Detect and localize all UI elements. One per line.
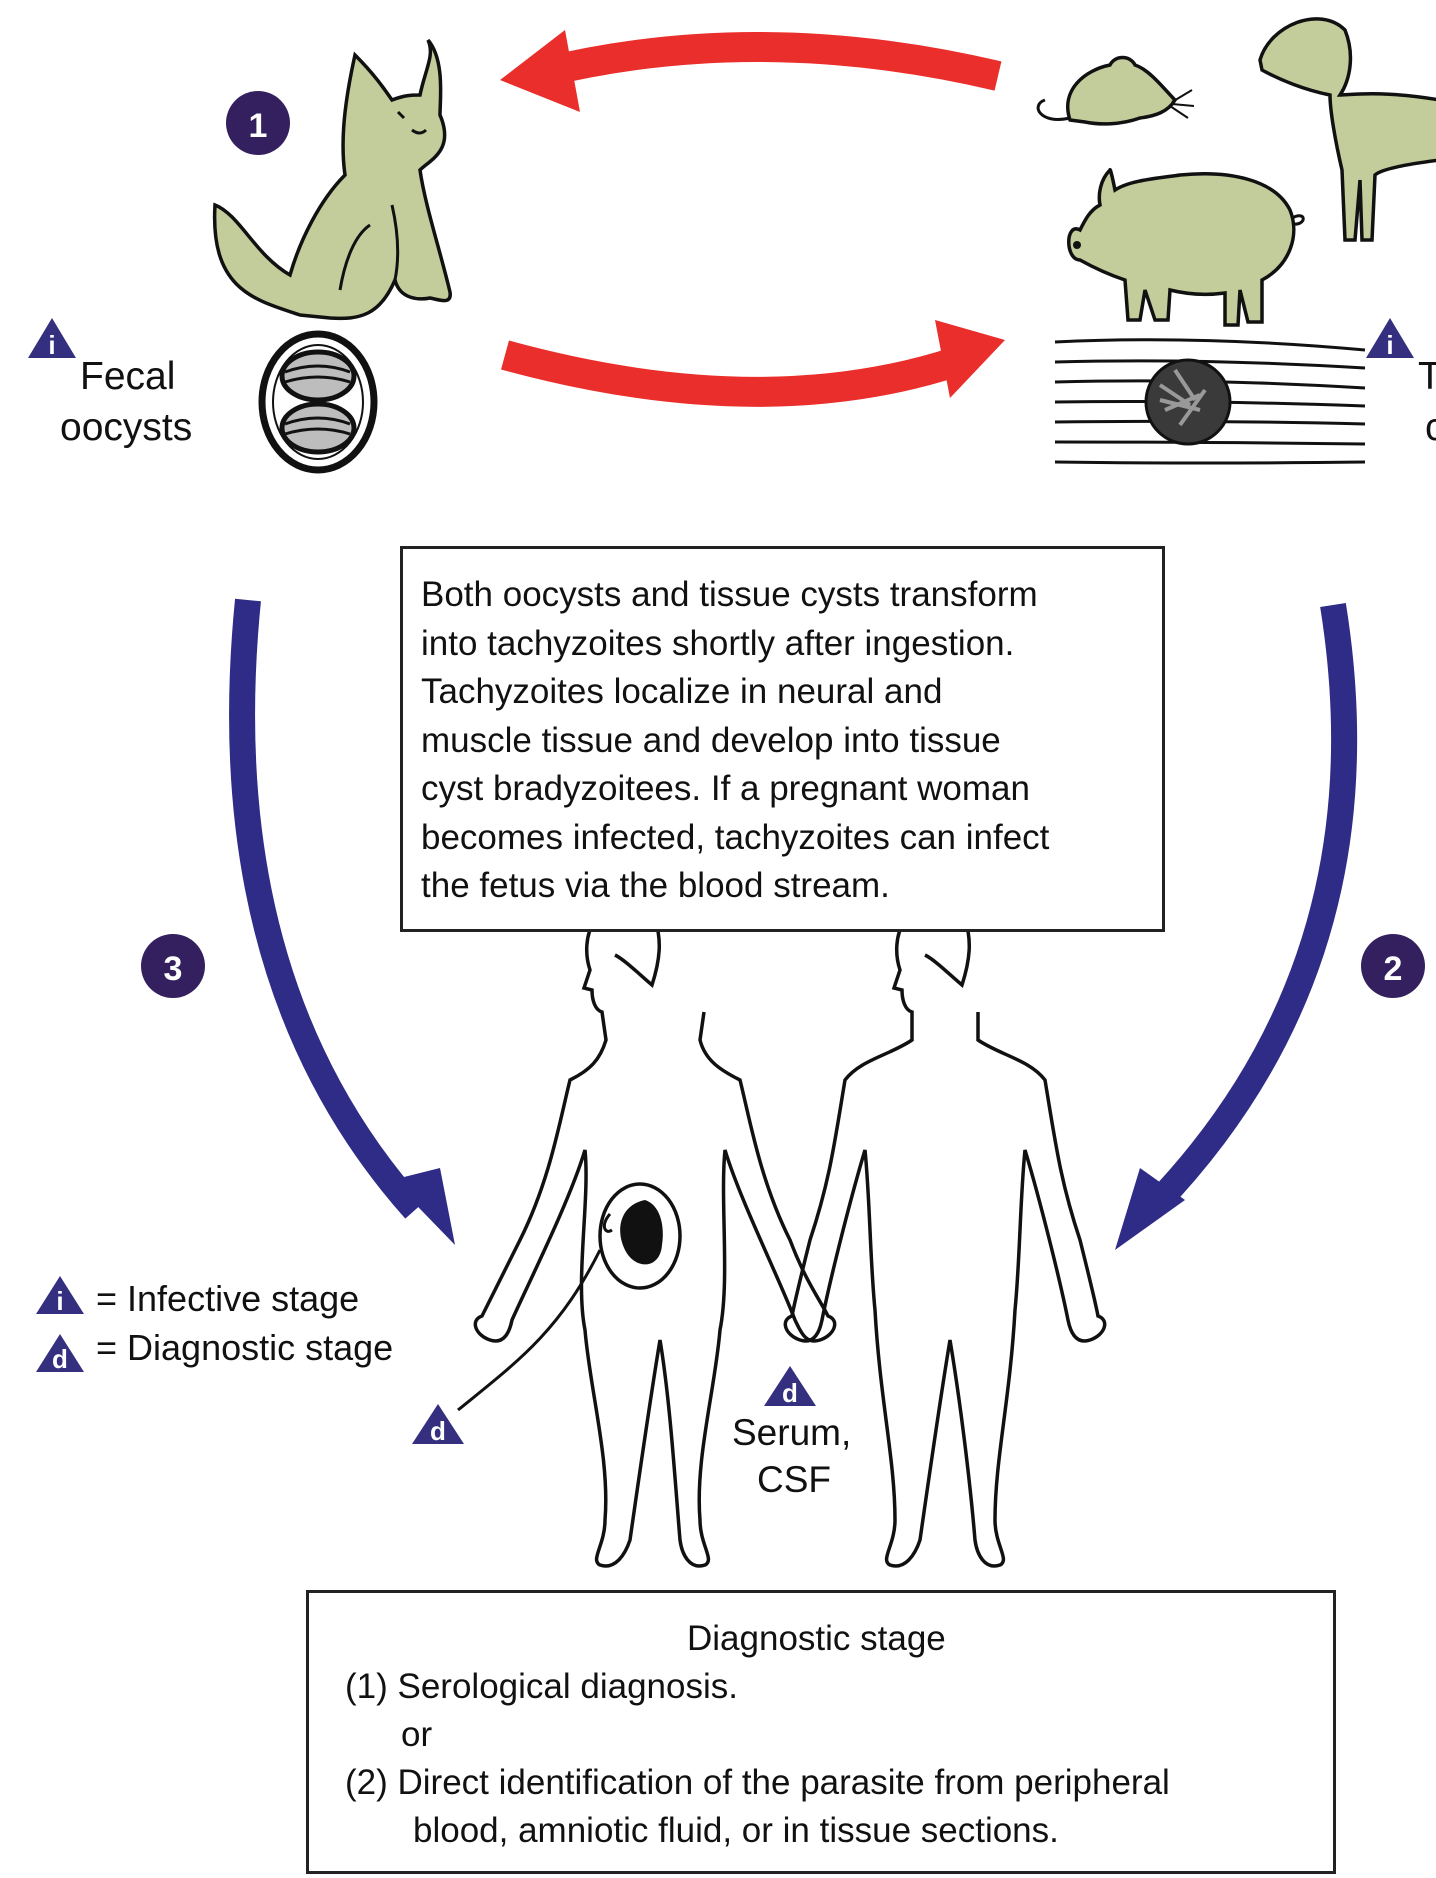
legend-diagnostic-label: = Diagnostic stage (96, 1327, 394, 1368)
blue-arrow-right (1115, 602, 1358, 1250)
info-line-7: the fetus via the blood stream. (421, 866, 890, 905)
svg-text:3: 3 (164, 950, 183, 988)
legend-infective-label: = Infective stage (96, 1278, 360, 1319)
pig-illustration (1067, 167, 1305, 327)
svg-text:i: i (48, 330, 55, 360)
fetus-illustration (598, 1182, 682, 1290)
legend-infective-icon: i (36, 1276, 84, 1316)
info-box: Both oocysts and tissue cysts transform … (400, 546, 1165, 932)
info-line-5: cyst bradyzoitees. If a pregnant woman (421, 769, 1030, 808)
info-line-3: Tachyzoites localize in neural and (421, 672, 943, 711)
serum-label-line2: CSF (757, 1459, 831, 1500)
host-stage-label-line1: T (1418, 355, 1436, 398)
step-1-marker: 1 (226, 91, 290, 155)
info-line-6: becomes infected, tachyzoites can infect (421, 817, 1050, 857)
diagnostic-line-1: (1) Serological diagnosis. (345, 1667, 738, 1706)
mouse-illustration (1036, 55, 1195, 126)
oocyst-illustration (258, 330, 378, 474)
host-stage-label-line2: c (1425, 406, 1436, 449)
svg-text:d: d (52, 1344, 68, 1374)
fecal-oocysts-label-line2: oocysts (60, 406, 193, 449)
info-line-4: muscle tissue and develop into tissue (421, 720, 1001, 760)
diagnostic-box: Diagnostic stage (1) Serological diagnos… (306, 1590, 1336, 1874)
diagnostic-icon-serum: d (764, 1366, 816, 1408)
blue-arrow-left (229, 598, 455, 1245)
svg-text:i: i (1386, 330, 1393, 360)
infective-stage-icon-cat: i (28, 318, 76, 360)
serum-label-line1: Serum, (732, 1412, 852, 1453)
step-3-marker: 3 (141, 934, 205, 998)
tissue-cyst-illustration (1054, 338, 1366, 465)
svg-text:1: 1 (249, 107, 268, 145)
diagnostic-line-2: or (401, 1715, 433, 1754)
info-line-1: Both oocysts and tissue cysts transform (421, 575, 1038, 614)
male-figure (783, 901, 1107, 1568)
svg-text:2: 2 (1384, 950, 1403, 988)
diagnostic-icon-fetus: d (412, 1404, 464, 1446)
diagnostic-line-4: blood, amniotic fluid, or in tissue sect… (413, 1811, 1059, 1850)
svg-text:d: d (430, 1416, 446, 1446)
red-arrow-to-hosts (501, 320, 1005, 407)
diagnostic-box-title: Diagnostic stage (687, 1619, 946, 1658)
fetus-diagnostic-pointer (457, 1249, 602, 1412)
svg-text:d: d (782, 1378, 798, 1408)
diagnostic-line-3: (2) Direct identification of the parasit… (345, 1763, 1170, 1802)
female-figure (473, 901, 837, 1568)
step-2-marker: 2 (1361, 934, 1425, 998)
red-arrow-to-cat (500, 30, 1002, 112)
info-line-2: into tachyzoites shortly after ingestion… (421, 623, 1015, 663)
cat-illustration (212, 38, 452, 321)
svg-text:i: i (56, 1286, 63, 1316)
fecal-oocysts-label-line1: Fecal (80, 355, 176, 398)
sheep-illustration (1258, 17, 1436, 242)
infective-stage-icon-host: i (1366, 318, 1414, 360)
legend-diagnostic-icon: d (36, 1334, 84, 1374)
